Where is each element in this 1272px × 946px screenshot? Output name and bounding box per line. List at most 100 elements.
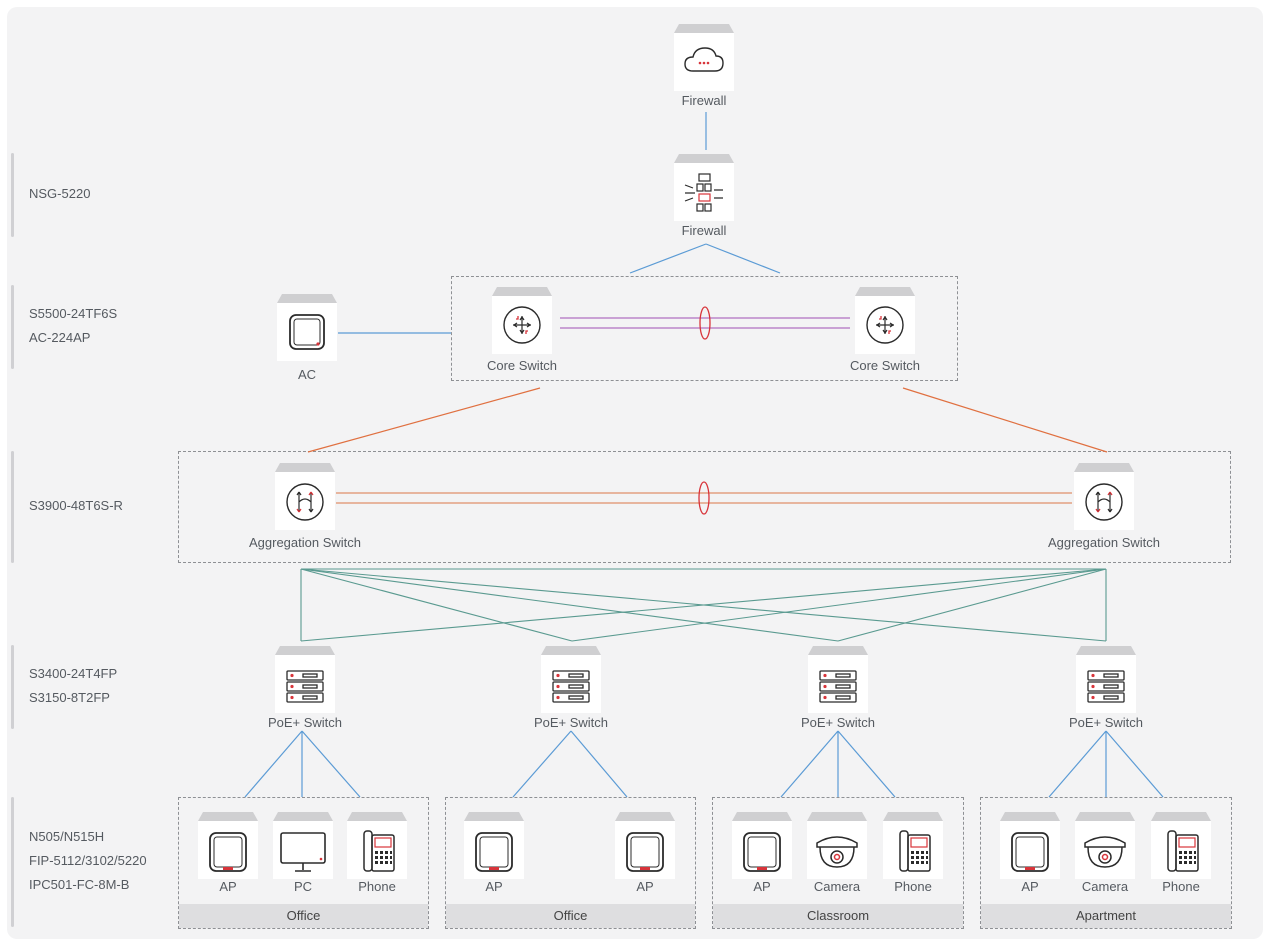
layer-bar-access: [11, 645, 14, 729]
poe-switch-icon: [808, 646, 868, 713]
poe-switch-icon: [275, 646, 335, 713]
aggregation-stack-box: [178, 451, 1231, 563]
ap-icon: [615, 812, 675, 879]
endpoint-camera[interactable]: [1075, 812, 1135, 879]
aggregation-switch-right-label: Aggregation Switch: [1047, 535, 1161, 550]
model-name: IPC501-FC-8M-B: [29, 877, 130, 892]
site-group-label: Classroom: [713, 904, 963, 928]
core-switch-icon: [855, 287, 915, 354]
endpoint-phone-label: Phone: [1162, 879, 1200, 894]
layer-label-access: S3400-24T4FP S3150-8T2FP: [29, 662, 117, 710]
site-group-label: Office: [179, 904, 428, 928]
endpoint-pc-label: PC: [293, 879, 313, 894]
layer-bar-aggregation: [11, 451, 14, 563]
link-core-agg: [902, 387, 1108, 453]
aggregation-switch-icon: [275, 463, 335, 530]
poe-switch[interactable]: [1076, 646, 1136, 713]
aggregation-switch-right[interactable]: [1074, 463, 1134, 530]
poe-switch[interactable]: [541, 646, 601, 713]
firewall-icon: [674, 154, 734, 221]
layer-label-core: S5500-24TF6S AC-224AP: [29, 302, 117, 350]
poe-switch-icon: [541, 646, 601, 713]
access-controller-icon: [277, 294, 337, 361]
camera-icon: [1075, 812, 1135, 879]
agg-lag-indicator: [698, 481, 710, 515]
endpoint-pc[interactable]: [273, 812, 333, 879]
model-name: N505/N515H: [29, 829, 105, 844]
core-switch-left[interactable]: [492, 287, 552, 354]
distribution-links: [300, 568, 1107, 642]
ap-icon: [1000, 812, 1060, 879]
model-name: AC-224AP: [29, 330, 91, 345]
site-group-label: Office: [446, 904, 695, 928]
endpoint-camera[interactable]: [807, 812, 867, 879]
core-lag-indicator: [699, 306, 711, 340]
site-group-office: Office: [178, 797, 429, 929]
diagram-canvas: [7, 7, 1263, 939]
poe-switch-label: PoE+ Switch: [800, 715, 876, 730]
camera-icon: [807, 812, 867, 879]
model-name: S5500-24TF6S: [29, 306, 118, 321]
endpoint-ap[interactable]: [615, 812, 675, 879]
link-firewall-core: [705, 243, 781, 274]
poe-switch-label: PoE+ Switch: [1068, 715, 1144, 730]
model-name: S3900-48T6S-R: [29, 498, 123, 513]
endpoint-ap-label: AP: [636, 879, 654, 894]
endpoint-ap[interactable]: [732, 812, 792, 879]
layer-label-security: NSG-5220: [29, 182, 90, 206]
firewall-node-label: Firewall: [681, 223, 727, 238]
site-group-office: Office: [445, 797, 696, 929]
firewall-node[interactable]: [674, 154, 734, 221]
model-name: S3400-24T4FP: [29, 666, 118, 681]
poe-switch[interactable]: [275, 646, 335, 713]
model-name: S3150-8T2FP: [29, 690, 110, 705]
poe-switch-label: PoE+ Switch: [533, 715, 609, 730]
poe-switch-icon: [1076, 646, 1136, 713]
endpoint-phone-label: Phone: [894, 879, 932, 894]
internet-cloud-label: Firewall: [681, 93, 727, 108]
endpoint-phone[interactable]: [1151, 812, 1211, 879]
layer-label-aggregation: S3900-48T6S-R: [29, 494, 123, 518]
phone-icon: [883, 812, 943, 879]
core-switch-icon: [492, 287, 552, 354]
endpoint-camera-label: Camera: [813, 879, 861, 894]
endpoint-phone-label: Phone: [358, 879, 396, 894]
site-group-classroom: Classroom: [712, 797, 964, 929]
link-firewall-core: [629, 243, 707, 274]
aggregation-switch-icon: [1074, 463, 1134, 530]
core-switch-stack-box: [451, 276, 958, 381]
site-group-label: Apartment: [981, 904, 1231, 928]
endpoint-ap-label: AP: [1021, 879, 1039, 894]
ap-icon: [198, 812, 258, 879]
model-name: NSG-5220: [29, 186, 91, 201]
endpoint-ap-label: AP: [485, 879, 503, 894]
layer-bar-core: [11, 285, 14, 369]
endpoint-ap-label: AP: [219, 879, 237, 894]
layer-label-endpoints: N505/N515H FIP-5112/3102/5220 IPC501-FC-…: [29, 825, 147, 897]
aggregation-switch-left[interactable]: [275, 463, 335, 530]
internet-cloud[interactable]: [674, 24, 734, 91]
layer-bar-security: [11, 153, 14, 237]
poe-switch[interactable]: [808, 646, 868, 713]
endpoint-ap[interactable]: [198, 812, 258, 879]
endpoint-camera-label: Camera: [1081, 879, 1129, 894]
endpoint-ap[interactable]: [1000, 812, 1060, 879]
phone-icon: [347, 812, 407, 879]
pc-icon: [273, 812, 333, 879]
core-switch-right[interactable]: [855, 287, 915, 354]
ac-node[interactable]: [277, 294, 337, 361]
ap-icon: [732, 812, 792, 879]
site-group-apartment: Apartment: [980, 797, 1232, 929]
endpoint-phone[interactable]: [347, 812, 407, 879]
endpoint-phone[interactable]: [883, 812, 943, 879]
ap-icon: [464, 812, 524, 879]
aggregation-switch-left-label: Aggregation Switch: [248, 535, 362, 550]
core-switch-left-label: Core Switch: [486, 358, 558, 373]
endpoint-ap[interactable]: [464, 812, 524, 879]
ac-node-label: AC: [297, 367, 317, 382]
link-core-agg: [307, 387, 541, 453]
core-switch-right-label: Core Switch: [849, 358, 921, 373]
poe-switch-label: PoE+ Switch: [267, 715, 343, 730]
endpoint-ap-label: AP: [753, 879, 771, 894]
access-links: [244, 730, 1164, 798]
